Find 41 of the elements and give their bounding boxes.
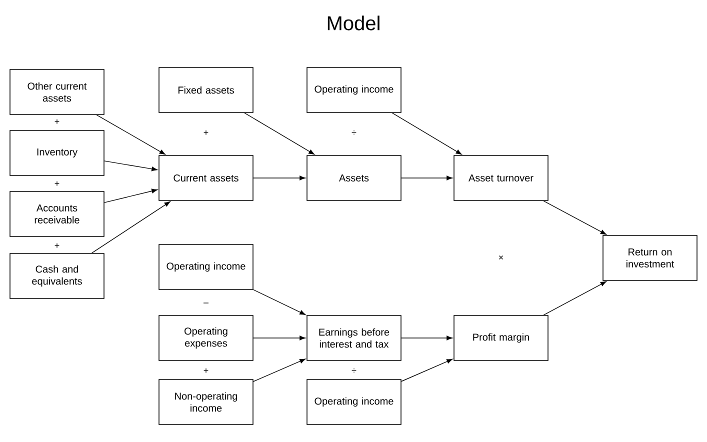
operator-sign: + [54,119,60,124]
box: Inventory [10,130,104,176]
arrow [401,358,453,382]
operator-sign: ÷ [352,368,356,373]
box: Fixed assets [158,67,254,113]
operator-sign: + [204,130,208,135]
arrow [253,336,306,340]
arrow [543,281,606,316]
box: Operating income [306,379,402,425]
box: Non-operating income [158,379,254,425]
arrow [401,336,452,340]
box: Current assets [158,155,254,201]
arrow [96,114,166,155]
operator-sign: + [54,243,60,248]
arrow [104,188,158,203]
arrow [392,112,462,155]
arrow [253,358,306,382]
box: Other current assets [10,69,104,115]
arrow [253,176,306,180]
arrow [91,201,170,254]
arrow [244,112,315,155]
box: Operating expenses [158,315,254,361]
box: Operating income [306,67,402,113]
operator-sign: + [204,368,208,373]
box: Asset turnover [454,155,548,201]
arrow [543,200,606,235]
box: Operating income [158,244,254,290]
arrow [253,289,306,315]
operator-sign: + [54,181,60,186]
box: Earnings before interest and tax [306,315,402,361]
title: Model [328,16,380,30]
box: Assets [306,155,402,201]
box: Accounts receivable [10,191,104,237]
operator-sign: ÷ [352,130,356,135]
arrow [104,160,158,172]
box: Profit margin [454,315,548,361]
box: Cash and equivalents [10,253,104,299]
operator-sign: × [499,256,504,260]
operator-sign: – [204,302,208,304]
arrow [401,176,452,180]
box: Return on investment [602,235,698,281]
